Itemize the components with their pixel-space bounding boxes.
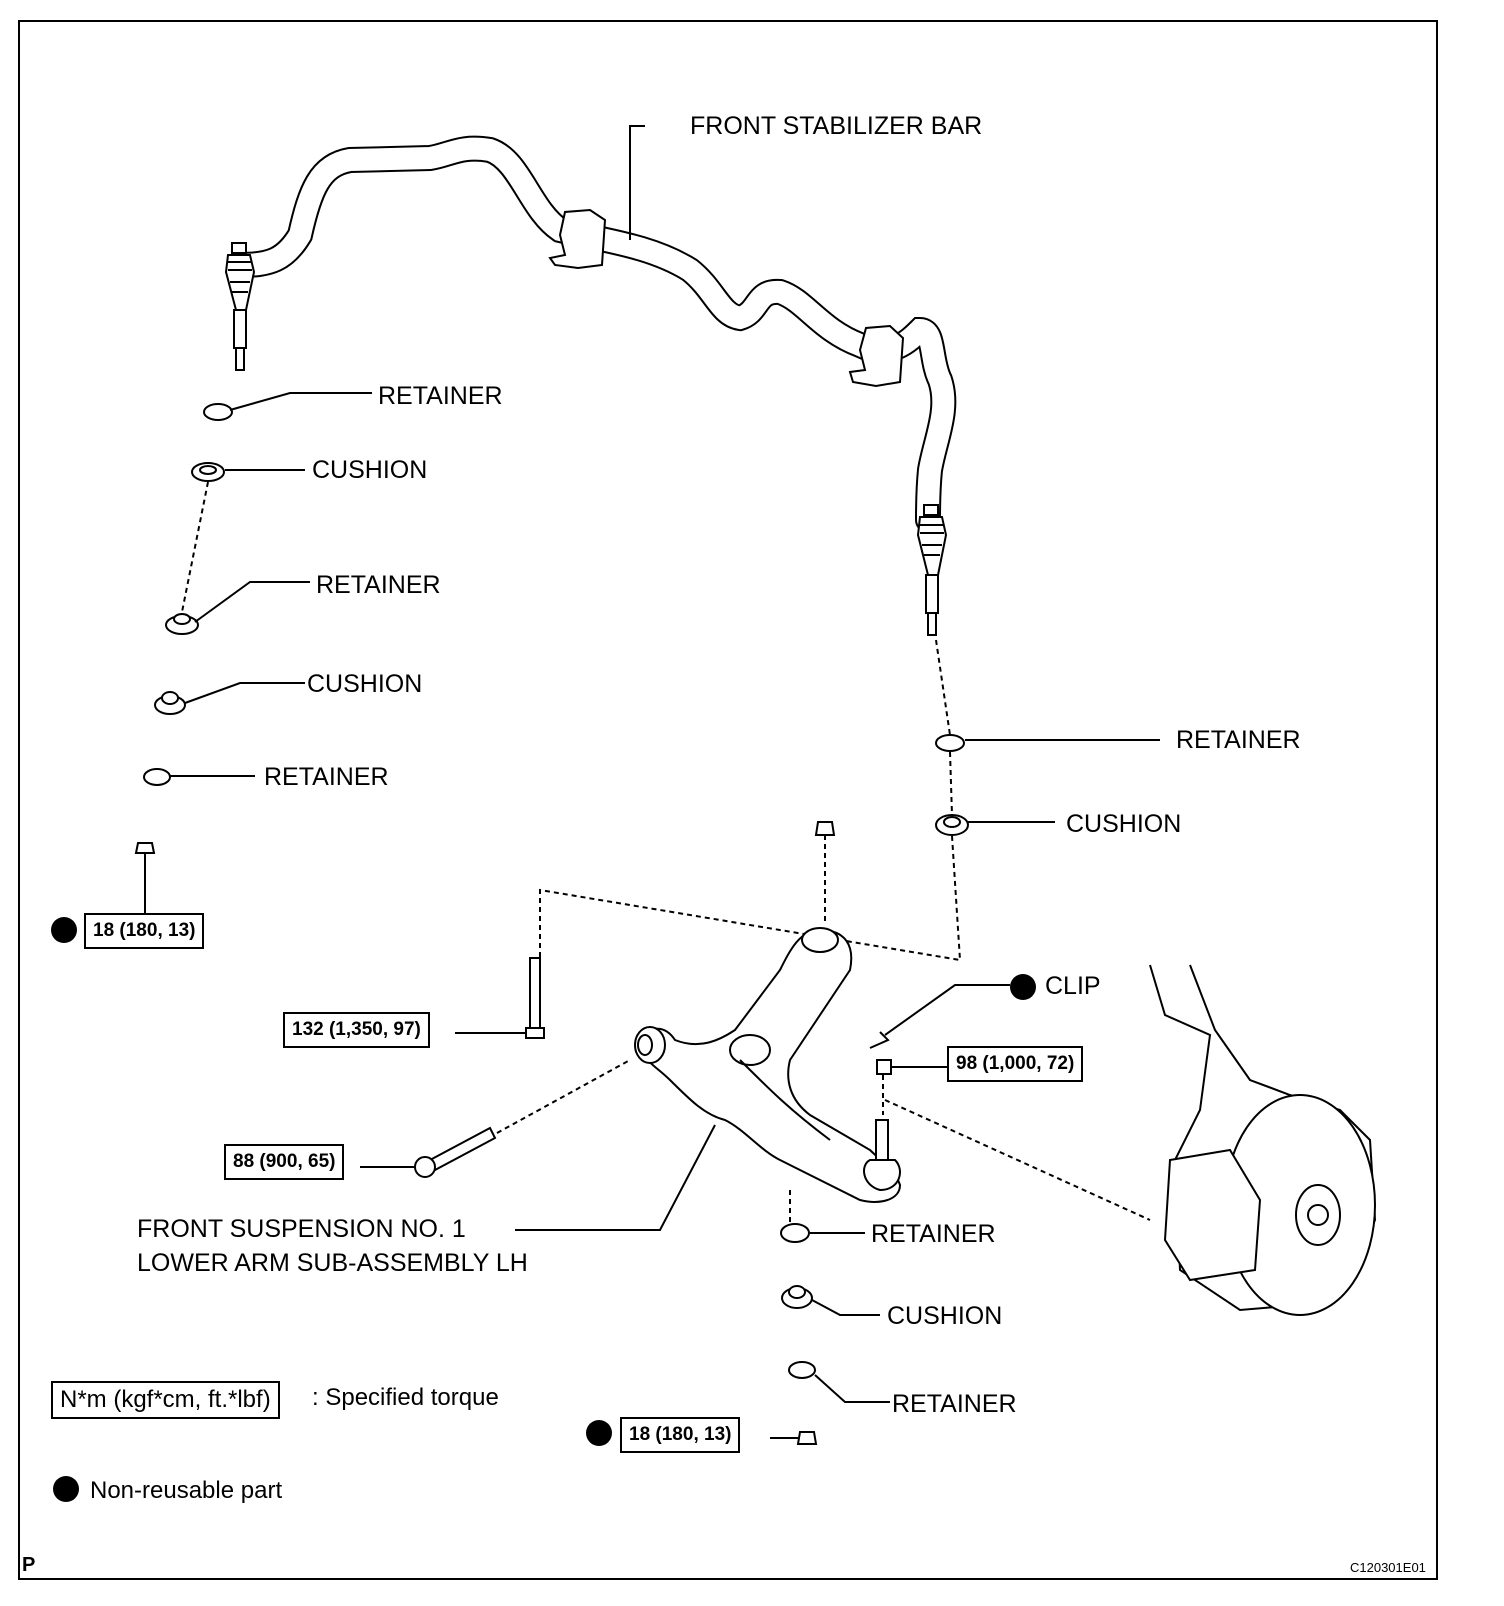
label-retainer-6: RETAINER — [892, 1390, 1017, 1418]
lower-arm-body — [634, 927, 902, 1203]
ball-joint-nut-part — [876, 1059, 1151, 1221]
nonreusable-mark-2 — [586, 1420, 612, 1446]
retainer-part-l1 — [203, 403, 233, 421]
figure-id: C120301E01 — [1350, 1560, 1426, 1575]
footer-tag: P — [22, 1554, 36, 1576]
diagram-frame — [18, 20, 1438, 1580]
retainer-part-b2 — [788, 1361, 816, 1379]
label-lower-arm-line2: LOWER ARM SUB-ASSEMBLY LH — [137, 1249, 528, 1277]
clip-part — [869, 1031, 890, 1049]
nonreusable-mark-1 — [51, 917, 77, 943]
legend-nonreusable-mark — [53, 1476, 79, 1502]
torque-bottom-nut: 18 (180, 13) — [620, 1417, 741, 1453]
label-retainer-5: RETAINER — [871, 1220, 996, 1248]
legend-nonreusable-label: Non-reusable part — [90, 1477, 283, 1504]
steering-knuckle-disc — [1149, 964, 1377, 1316]
label-lower-arm-line1: FRONT SUSPENSION NO. 1 — [137, 1215, 466, 1243]
label-front-stabilizer-bar: FRONT STABILIZER BAR — [690, 112, 983, 140]
label-retainer-4: RETAINER — [1176, 726, 1301, 754]
retainer-part-l3 — [143, 768, 171, 786]
nonreusable-mark-clip — [1010, 974, 1036, 1000]
torque-bolt-front: 88 (900, 65) — [224, 1144, 345, 1180]
torque-bolt-vertical: 132 (1,350, 97) — [283, 1012, 430, 1048]
nut-part-bottom — [796, 1431, 818, 1445]
bar-bushing-right — [848, 324, 905, 388]
label-clip: CLIP — [1045, 972, 1101, 1000]
label-cushion-2: CUSHION — [307, 670, 423, 698]
label-retainer-2: RETAINER — [316, 571, 441, 599]
bolt-vertical-part — [455, 957, 545, 1039]
label-retainer-3: RETAINER — [264, 763, 389, 791]
nut-part-top — [814, 821, 836, 836]
legend-torque-unit: N*m (kgf*cm, ft.*lbf) — [51, 1381, 280, 1419]
label-cushion-1: CUSHION — [312, 456, 428, 484]
retainer-part-b1 — [780, 1223, 810, 1243]
retainer-part-r1 — [935, 734, 965, 752]
nut-part-left — [134, 842, 156, 854]
stabilizer-link-left — [224, 242, 256, 371]
torque-ball-joint-nut: 98 (1,000, 72) — [947, 1046, 1084, 1082]
cushion-part-l1 — [191, 462, 225, 482]
stabilizer-link-right — [916, 504, 948, 636]
label-cushion-4: CUSHION — [887, 1302, 1003, 1330]
torque-left-nut: 18 (180, 13) — [84, 913, 205, 949]
legend-torque-desc: : Specified torque — [312, 1384, 499, 1411]
label-retainer-1: RETAINER — [378, 382, 503, 410]
label-cushion-3: CUSHION — [1066, 810, 1182, 838]
bolt-front-part — [360, 1059, 631, 1178]
bar-bushing-left — [548, 208, 607, 270]
